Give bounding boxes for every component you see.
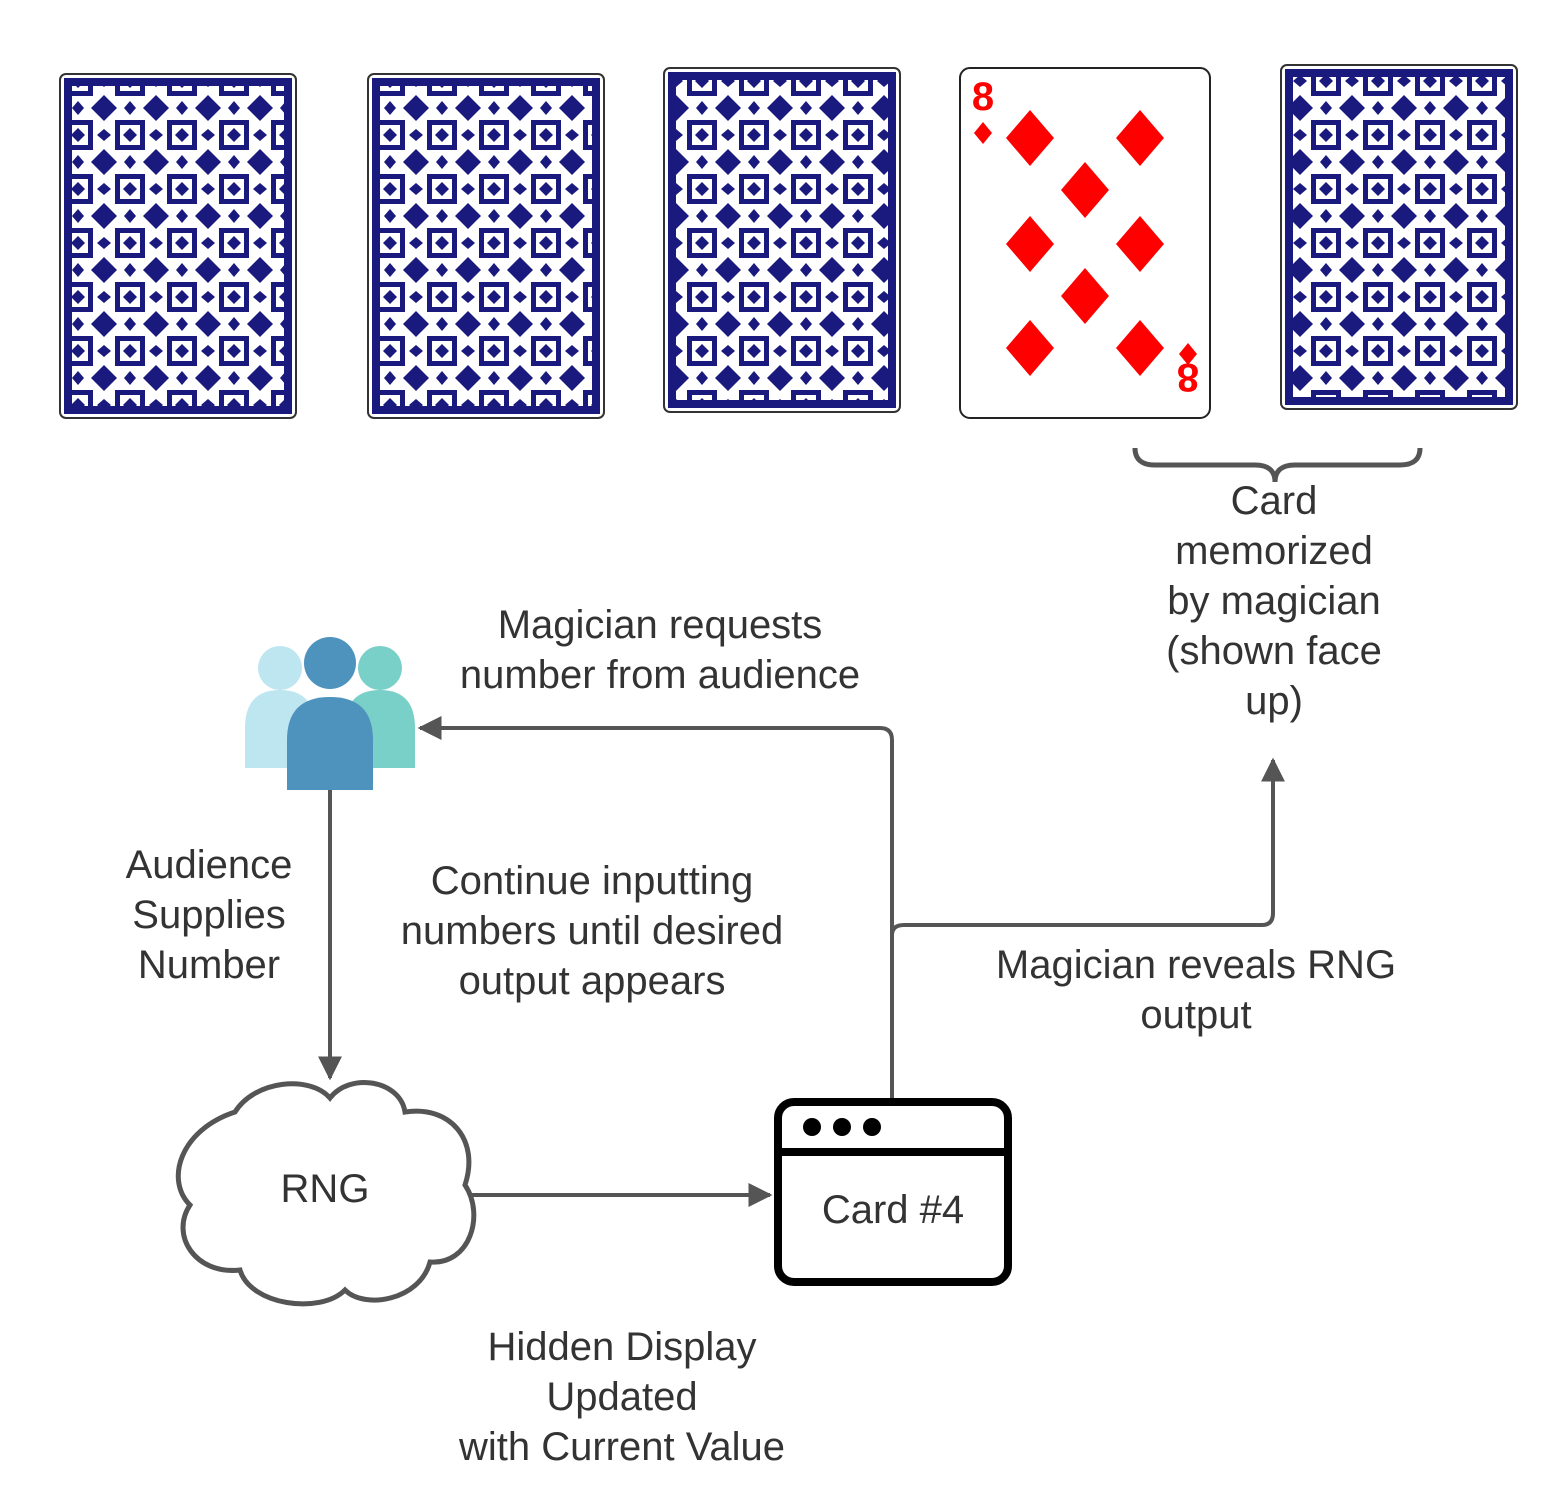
label-hidden-display: Hidden Display Updated with Current Valu… — [458, 1325, 786, 1469]
card-4-eight-of-diamonds: 8 8 — [959, 67, 1211, 419]
users-group-icon — [245, 637, 415, 790]
arrow-window-to-audience — [417, 716, 894, 1098]
card-window: Card #4 — [774, 1098, 1012, 1286]
diamond-icon — [1179, 343, 1197, 365]
arrow-reveal-to-card — [890, 757, 1285, 936]
rng-cloud — [175, 1080, 477, 1307]
card-5-back — [1280, 64, 1518, 410]
window-dot-icon — [803, 1118, 821, 1136]
label-continue-inputting: Continue inputting numbers until desired… — [400, 859, 784, 1003]
label-card-memorized: Card memorized by magician (shown face u… — [1166, 479, 1382, 723]
curly-brace — [1132, 447, 1423, 483]
card-rank-bottom: 8 — [1177, 355, 1199, 399]
diamond-icon — [1006, 320, 1054, 376]
diamond-icon — [1061, 162, 1109, 218]
card-window-label: Card #4 — [822, 1188, 964, 1232]
rng-label: RNG — [281, 1167, 370, 1211]
diamond-icon — [974, 122, 992, 144]
card-2-back — [367, 73, 605, 419]
card-1-back — [59, 73, 297, 419]
diamond-icon — [1061, 268, 1109, 324]
label-magician-reveals: Magician reveals RNG output — [995, 943, 1397, 1037]
arrows — [318, 716, 1285, 1207]
diamond-icon — [1116, 110, 1164, 166]
card-rank-top: 8 — [972, 75, 994, 119]
diamond-icon — [1116, 216, 1164, 272]
diamond-icon — [1006, 110, 1054, 166]
window-dot-icon — [833, 1118, 851, 1136]
diamond-icon — [1006, 216, 1054, 272]
label-magician-requests: Magician requests number from audience — [459, 603, 861, 697]
window-dot-icon — [863, 1118, 881, 1136]
label-audience-supplies: Audience Supplies Number — [125, 843, 293, 987]
diamond-icon — [1116, 320, 1164, 376]
card-3-back — [663, 67, 901, 413]
